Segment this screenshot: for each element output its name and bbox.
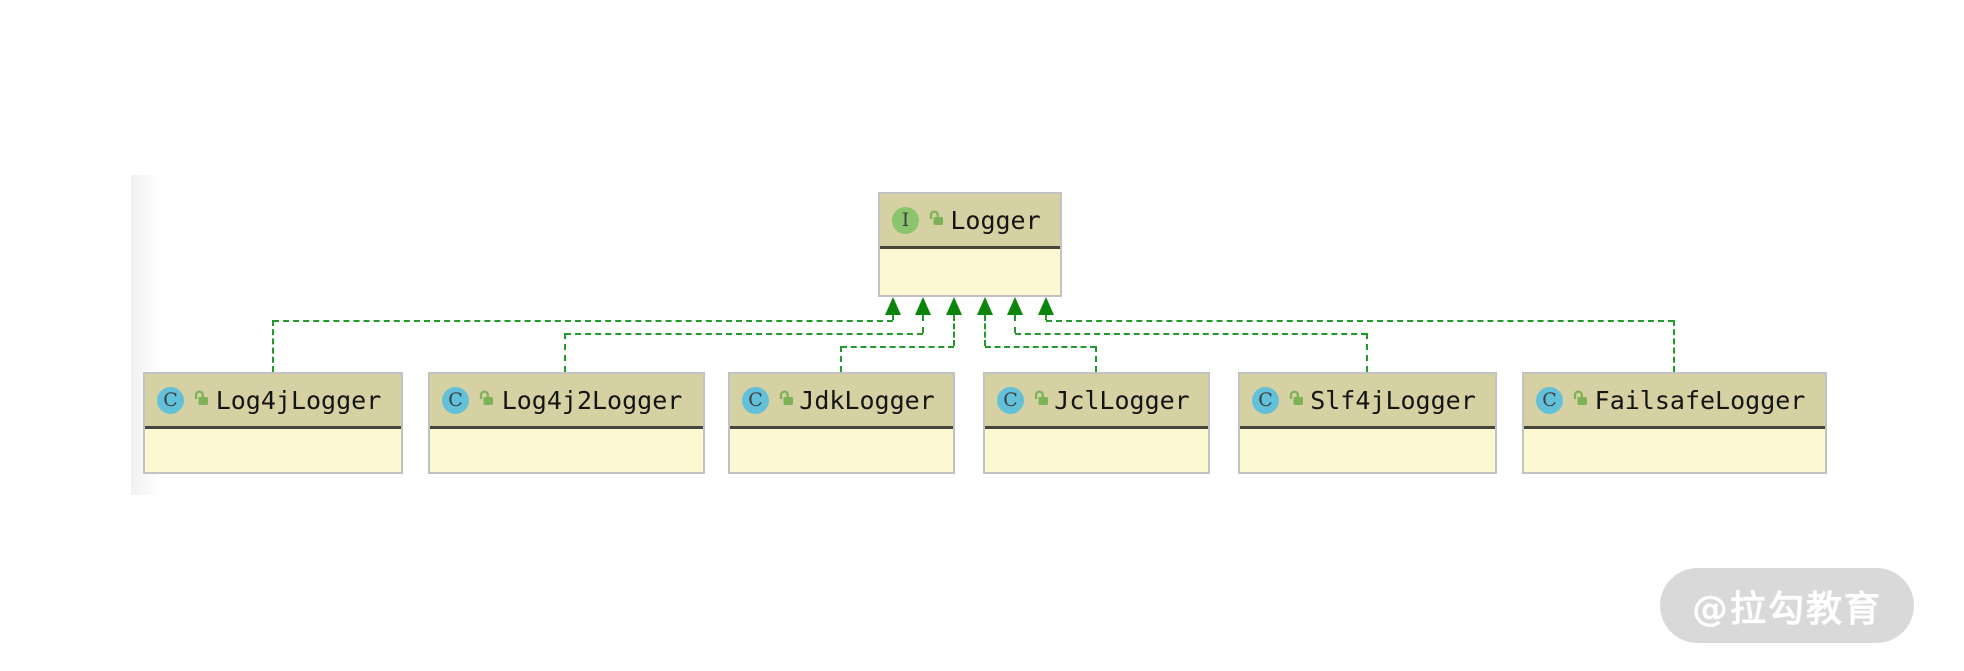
unlocked-icon	[927, 209, 945, 231]
implements-edge-segment	[1366, 333, 1368, 372]
uml-node-jdklogger[interactable]: C JdkLogger	[728, 372, 955, 474]
implements-edge-segment	[1045, 315, 1047, 320]
uml-node-label: Slf4jLogger	[1310, 385, 1476, 415]
unlocked-icon	[1287, 389, 1305, 411]
uml-node-logger[interactable]: I Logger	[878, 192, 1062, 297]
uml-node-slf4jlogger[interactable]: C Slf4jLogger	[1238, 372, 1497, 474]
implements-edge-segment	[1014, 315, 1016, 333]
interface-icon: I	[892, 206, 919, 234]
unlocked-icon	[1571, 389, 1589, 411]
uml-node-header: C JclLogger	[985, 374, 1208, 429]
uml-node-log4j2logger[interactable]: C Log4j2Logger	[428, 372, 705, 474]
implements-edge-segment	[953, 315, 955, 346]
class-icon: C	[442, 386, 469, 414]
uml-node-body	[145, 429, 401, 472]
implements-edge-segment	[984, 315, 986, 346]
implements-edge-segment	[272, 320, 274, 372]
implements-edge-segment	[841, 346, 954, 348]
uml-node-label: Logger	[950, 205, 1041, 235]
uml-node-header: C Slf4jLogger	[1240, 374, 1495, 429]
uml-node-label: JdkLogger	[799, 385, 935, 415]
implements-arrowhead	[915, 297, 931, 315]
implements-edge-segment	[840, 346, 842, 372]
implements-arrowhead	[977, 297, 993, 315]
implements-edge-segment	[985, 346, 1096, 348]
implements-arrowhead	[946, 297, 962, 315]
implements-edge-segment	[892, 315, 894, 320]
unlocked-icon	[1032, 389, 1050, 411]
implements-edge-segment	[565, 333, 923, 335]
uml-node-jcllogger[interactable]: C JclLogger	[983, 372, 1210, 474]
uml-node-header: C FailsafeLogger	[1524, 374, 1825, 429]
unlocked-icon	[477, 389, 495, 411]
class-icon: C	[1536, 386, 1563, 414]
implements-edge-segment	[564, 333, 566, 372]
uml-node-failsafelogger[interactable]: C FailsafeLogger	[1522, 372, 1827, 474]
unlocked-icon	[192, 389, 210, 411]
uml-node-log4jlogger[interactable]: C Log4jLogger	[143, 372, 403, 474]
uml-node-label: JclLogger	[1054, 385, 1190, 415]
implements-edge-segment	[273, 320, 893, 322]
uml-node-header: C JdkLogger	[730, 374, 953, 429]
implements-arrowhead	[885, 297, 901, 315]
uml-node-label: Log4j2Logger	[501, 385, 683, 415]
watermark-text: @拉勾教育	[1691, 588, 1882, 630]
uml-node-header: C Log4j2Logger	[430, 374, 703, 429]
class-icon: C	[157, 386, 184, 414]
uml-node-body	[730, 429, 953, 472]
uml-node-body	[1524, 429, 1825, 472]
uml-node-body	[880, 249, 1060, 295]
class-icon: C	[1252, 386, 1279, 414]
watermark-badge: @拉勾教育	[1660, 568, 1914, 643]
class-icon: C	[997, 386, 1024, 414]
implements-edge-segment	[1673, 320, 1675, 372]
uml-node-header: I Logger	[880, 194, 1060, 249]
class-icon: C	[742, 386, 769, 414]
implements-edge-segment	[922, 315, 924, 333]
unlocked-icon	[777, 389, 795, 411]
uml-node-body	[1240, 429, 1495, 472]
implements-arrowhead	[1007, 297, 1023, 315]
implements-edge-segment	[1095, 346, 1097, 372]
uml-node-body	[985, 429, 1208, 472]
uml-node-header: C Log4jLogger	[145, 374, 401, 429]
implements-edge-segment	[1046, 320, 1674, 322]
implements-arrowhead	[1038, 297, 1054, 315]
uml-node-body	[430, 429, 703, 472]
uml-node-label: FailsafeLogger	[1594, 385, 1806, 415]
uml-node-label: Log4jLogger	[215, 385, 382, 415]
implements-edge-segment	[1015, 333, 1367, 335]
